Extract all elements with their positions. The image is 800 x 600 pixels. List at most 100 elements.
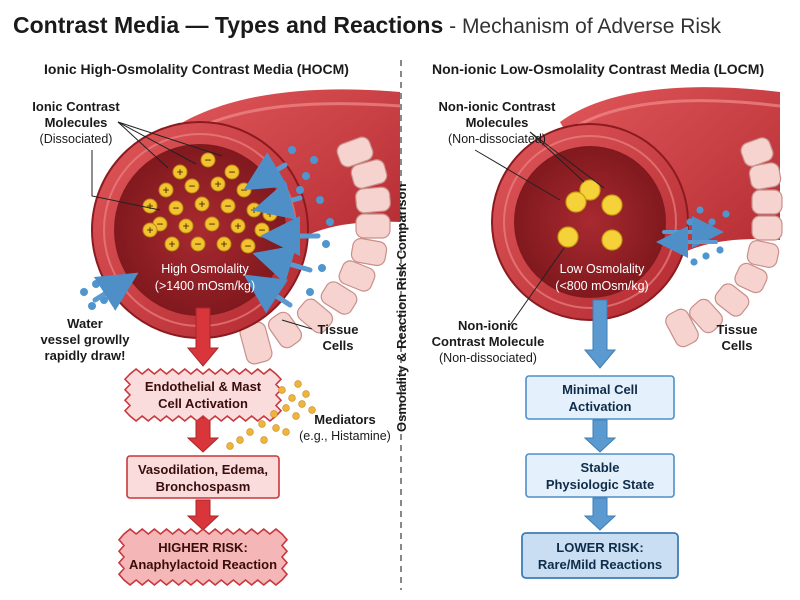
- ion-particle: +: [172, 164, 188, 180]
- svg-text:+: +: [234, 222, 242, 232]
- ion-particle: +: [210, 176, 226, 192]
- water-droplet: [80, 288, 88, 296]
- svg-text:Non-ionic: Non-ionic: [458, 318, 518, 333]
- svg-text:Bronchospasm: Bronchospasm: [156, 479, 251, 494]
- svg-text:−: −: [228, 168, 236, 178]
- right-molecule-label: Non-ionic Contrast Molecule (Non-dissoci…: [432, 247, 565, 365]
- ion-particle: +: [164, 236, 180, 252]
- svg-text:vessel growlly: vessel growlly: [41, 332, 131, 347]
- water-droplet: [306, 288, 314, 296]
- water-droplet: [310, 156, 318, 164]
- ion-particle: −: [224, 164, 240, 180]
- svg-text:−: −: [194, 240, 202, 250]
- svg-text:+: +: [176, 168, 184, 178]
- left-panel-heading: Ionic High-Osmolality Contrast Media (HO…: [44, 61, 349, 77]
- svg-text:−: −: [204, 156, 212, 166]
- page-title: Contrast Media — Types and Reactions - M…: [13, 12, 722, 38]
- left-tissue-label: Tissue Cells: [281, 319, 358, 353]
- right-step-3: LOWER RISK: Rare/Mild Reactions: [521, 532, 679, 579]
- svg-text:+: +: [182, 222, 190, 232]
- mediator-dot: [292, 412, 300, 420]
- water-droplet: [316, 196, 324, 204]
- ion-particle: +: [194, 196, 210, 212]
- svg-text:(Non-dissociated): (Non-dissociated): [439, 351, 537, 365]
- mediator-dot: [258, 420, 266, 428]
- water-droplet: [716, 246, 724, 254]
- svg-text:(>1400 mOsm/kg): (>1400 mOsm/kg): [155, 279, 255, 293]
- water-droplet: [326, 218, 334, 226]
- svg-text:+: +: [214, 180, 222, 190]
- svg-text:Ionic Contrast: Ionic Contrast: [32, 99, 120, 114]
- right-vessel: [491, 87, 783, 348]
- svg-text:HIGHER RISK:: HIGHER RISK:: [158, 540, 248, 555]
- ion-particle: −: [220, 198, 236, 214]
- svg-text:+: +: [198, 200, 206, 210]
- svg-text:+: +: [250, 206, 258, 216]
- svg-text:Cell Activation: Cell Activation: [158, 396, 248, 411]
- svg-text:Cells: Cells: [322, 338, 353, 353]
- svg-text:Low Osmolality: Low Osmolality: [560, 262, 645, 276]
- mediator-particles: [226, 380, 316, 450]
- ion-particle: −: [184, 178, 200, 194]
- mediator-dot: [272, 424, 280, 432]
- svg-text:−: −: [244, 242, 252, 252]
- svg-text:(Non-dissociated): (Non-dissociated): [448, 132, 546, 146]
- mediator-dot: [294, 380, 302, 388]
- right-lumen: [514, 146, 666, 298]
- left-flow: Endothelial & Mast Cell Activation Media…: [117, 307, 391, 587]
- water-droplet: [296, 186, 304, 194]
- svg-text:Tissue: Tissue: [717, 322, 758, 337]
- ion-particle: +: [230, 218, 246, 234]
- svg-text:+: +: [266, 210, 274, 220]
- right-tissue-label: Tissue Cells: [717, 322, 758, 353]
- svg-text:Stable: Stable: [580, 460, 619, 475]
- svg-text:(Dissociated): (Dissociated): [40, 132, 113, 146]
- svg-text:Anaphylactoid Reaction: Anaphylactoid Reaction: [129, 557, 277, 572]
- svg-text:Molecules: Molecules: [466, 115, 529, 130]
- nonionic-particles: [557, 179, 623, 251]
- mediator-dot: [302, 390, 310, 398]
- ion-particle: −: [168, 200, 184, 216]
- right-panel-heading: Non-ionic Low-Osmolality Contrast Media …: [432, 61, 764, 77]
- mediator-dot: [260, 436, 268, 444]
- water-droplet: [686, 218, 694, 226]
- ion-particle: +: [142, 222, 158, 238]
- svg-text:+: +: [168, 240, 176, 250]
- right-flow: Minimal Cell Activation Stable Physiolog…: [521, 299, 679, 579]
- left-tissue-cells: [239, 136, 391, 365]
- svg-text:+: +: [146, 226, 154, 236]
- ion-particle: +: [142, 198, 158, 214]
- svg-text:High Osmolality: High Osmolality: [161, 262, 249, 276]
- mediators-label: Mediators (e.g., Histamine): [299, 412, 391, 443]
- svg-text:Cells: Cells: [721, 338, 752, 353]
- ion-particle: +: [158, 182, 174, 198]
- svg-text:Physiologic State: Physiologic State: [546, 477, 654, 492]
- svg-text:Activation: Activation: [569, 399, 632, 414]
- svg-text:−: −: [258, 226, 266, 236]
- mediator-dot: [308, 406, 316, 414]
- mediator-dot: [298, 400, 306, 408]
- svg-text:(<800 mOsm/kg): (<800 mOsm/kg): [555, 279, 648, 293]
- ion-particle: −: [190, 236, 206, 252]
- mediator-dot: [282, 428, 290, 436]
- mediator-dot: [278, 386, 286, 394]
- water-droplet: [302, 172, 310, 180]
- title-main: Contrast Media — Types and Reactions: [13, 12, 443, 38]
- left-molecules-label: Ionic Contrast Molecules (Dissociated): [32, 99, 223, 211]
- right-osmolality-label: Low Osmolality (<800 mOsm/kg): [555, 262, 648, 293]
- water-droplet: [92, 280, 100, 288]
- right-step-2: Stable Physiologic State: [525, 453, 675, 498]
- water-droplet: [690, 258, 698, 266]
- ion-particle: +: [216, 236, 232, 252]
- svg-text:+: +: [162, 186, 170, 196]
- svg-text:+: +: [146, 202, 154, 212]
- svg-text:(e.g., Histamine): (e.g., Histamine): [299, 429, 391, 443]
- ion-particle: +: [246, 202, 262, 218]
- mediator-dot: [226, 442, 234, 450]
- mediator-dot: [236, 436, 244, 444]
- water-droplet: [288, 146, 296, 154]
- water-droplet: [696, 206, 704, 214]
- water-droplet: [708, 218, 716, 226]
- svg-text:LOWER RISK:: LOWER RISK:: [556, 540, 643, 555]
